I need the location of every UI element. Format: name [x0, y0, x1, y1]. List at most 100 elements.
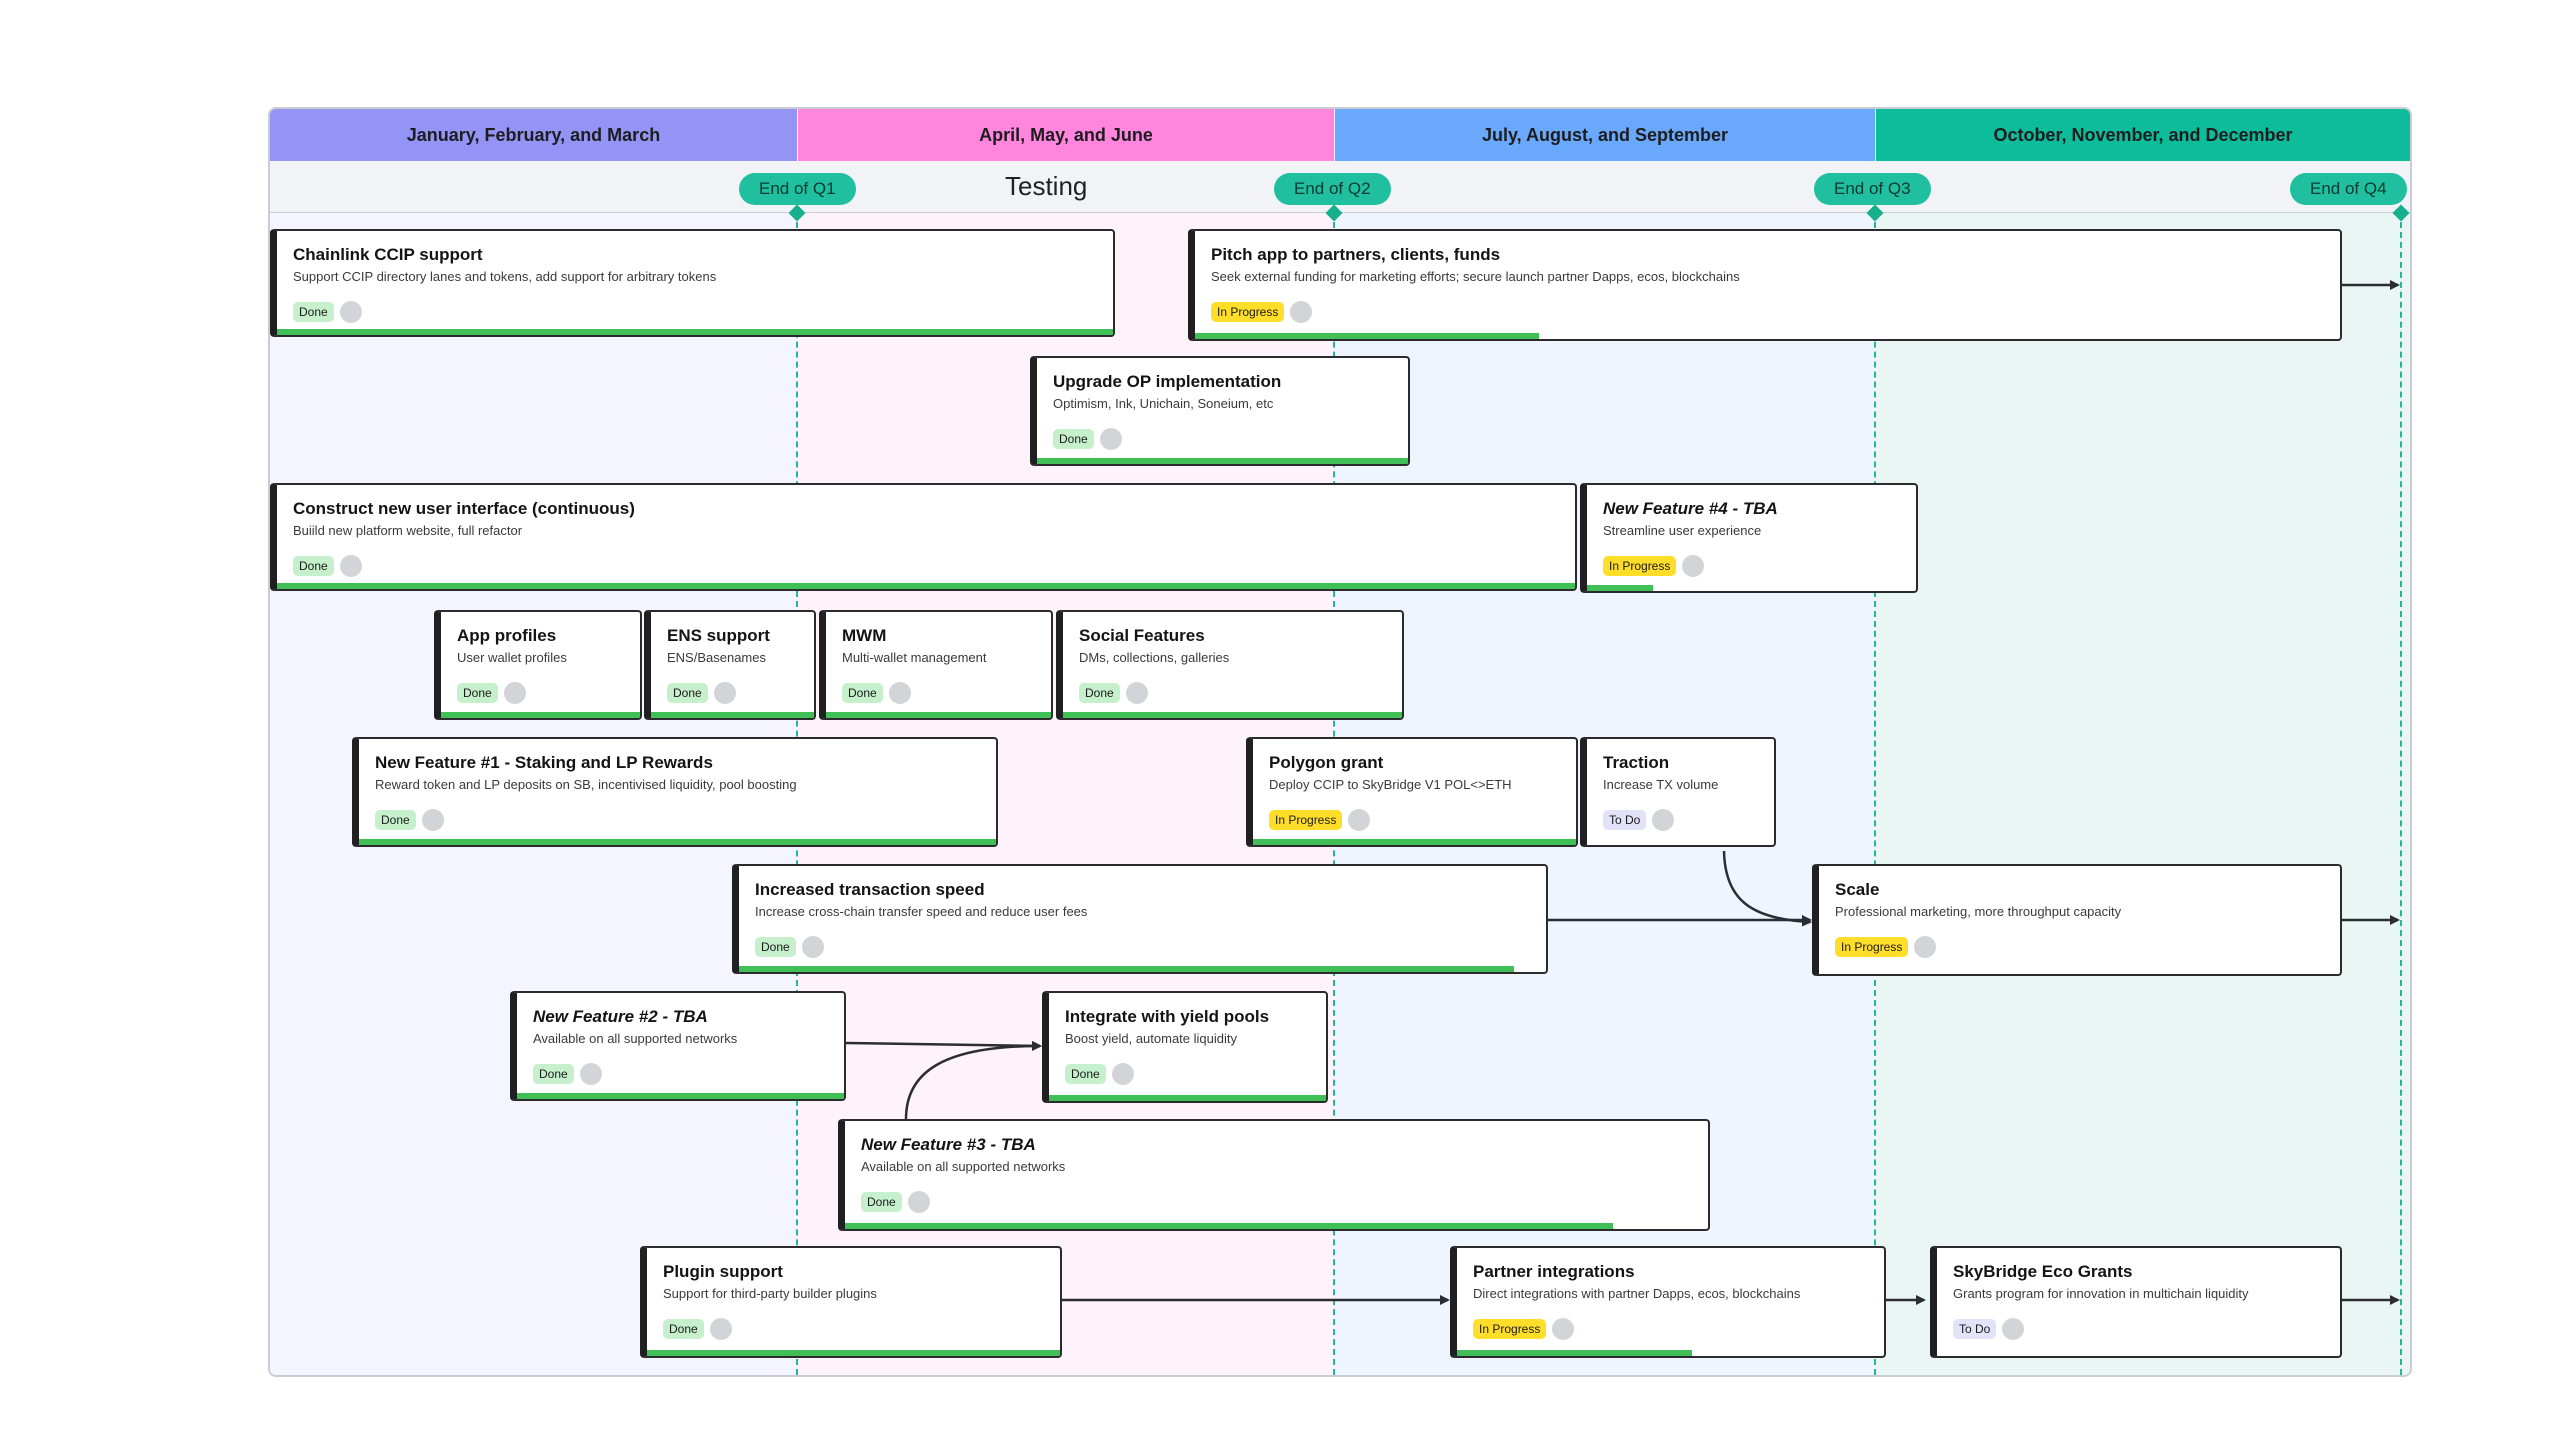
status-badge[interactable]: Done — [293, 302, 334, 322]
avatar[interactable] — [340, 555, 362, 577]
quarter-header-q1[interactable]: January, February, and March — [270, 109, 797, 161]
status-badge[interactable]: In Progress — [1269, 810, 1343, 830]
card-subtitle: Seek external funding for marketing effo… — [1211, 269, 1740, 284]
progress-bar — [739, 966, 1514, 972]
milestone-pill-q1[interactable]: End of Q1 — [739, 173, 856, 205]
status-badge[interactable]: Done — [1079, 683, 1120, 703]
avatar[interactable] — [1112, 1063, 1134, 1085]
card-subtitle: Streamline user experience — [1603, 523, 1762, 538]
avatar[interactable] — [1100, 428, 1122, 450]
quarter-header-q2[interactable]: April, May, and June — [798, 109, 1334, 161]
card-new-feature-1[interactable]: New Feature #1 - Staking and LP Rewards … — [352, 737, 998, 847]
card-title: Construct new user interface (continuous… — [293, 499, 635, 518]
card-subtitle: Direct integrations with partner Dapps, … — [1473, 1286, 1801, 1301]
status-badge[interactable]: Done — [667, 683, 708, 703]
status-badge[interactable]: Done — [293, 556, 334, 576]
card-ens-support[interactable]: ENS support ENS/Basenames Done — [644, 610, 816, 720]
status-badge[interactable]: Done — [663, 1319, 704, 1339]
status-badge[interactable]: In Progress — [1211, 302, 1285, 322]
avatar[interactable] — [1126, 682, 1148, 704]
status-badge[interactable]: To Do — [1953, 1319, 1997, 1339]
card-title: Chainlink CCIP support — [293, 245, 483, 264]
card-new-feature-2[interactable]: New Feature #2 - TBA Available on all su… — [510, 991, 846, 1101]
avatar[interactable] — [1682, 555, 1704, 577]
progress-bar — [277, 329, 1113, 335]
avatar[interactable] — [422, 809, 444, 831]
avatar[interactable] — [802, 936, 824, 958]
progress-bar — [359, 839, 996, 845]
status-badge[interactable]: In Progress — [1473, 1319, 1547, 1339]
card-subtitle: Boost yield, automate liquidity — [1065, 1031, 1237, 1046]
card-app-profiles[interactable]: App profiles User wallet profiles Done — [434, 610, 642, 720]
card-subtitle: Deploy CCIP to SkyBridge V1 POL<>ETH — [1269, 777, 1512, 792]
avatar[interactable] — [1914, 936, 1936, 958]
avatar[interactable] — [1348, 809, 1370, 831]
status-badge[interactable]: In Progress — [1603, 556, 1677, 576]
status-badge[interactable]: Done — [533, 1064, 574, 1084]
card-new-feature-3[interactable]: New Feature #3 - TBA Available on all su… — [838, 1119, 1710, 1231]
quarter-header-q4[interactable]: October, November, and December — [1876, 109, 2410, 161]
avatar[interactable] — [1652, 809, 1674, 831]
card-partner-integrations[interactable]: Partner integrations Direct integrations… — [1450, 1246, 1886, 1358]
card-traction[interactable]: Traction Increase TX volume To Do — [1580, 737, 1776, 847]
card-title: Scale — [1835, 880, 1880, 899]
card-scale[interactable]: Scale Professional marketing, more throu… — [1812, 864, 2342, 976]
card-mwm[interactable]: MWM Multi-wallet management Done — [819, 610, 1053, 720]
status-badge[interactable]: To Do — [1603, 810, 1647, 830]
card-integrate-yield-pools[interactable]: Integrate with yield pools Boost yield, … — [1042, 991, 1328, 1103]
card-subtitle: Multi-wallet management — [842, 650, 987, 665]
progress-bar — [1253, 839, 1576, 845]
card-title: Partner integrations — [1473, 1262, 1635, 1281]
status-badge[interactable]: Done — [457, 683, 498, 703]
avatar[interactable] — [1290, 301, 1312, 323]
status-badge[interactable]: Done — [861, 1192, 902, 1212]
card-chainlink-ccip-support[interactable]: Chainlink CCIP support Support CCIP dire… — [270, 229, 1115, 337]
card-title: Increased transaction speed — [755, 880, 985, 899]
progress-bar — [647, 1350, 1060, 1356]
card-title: ENS support — [667, 626, 770, 645]
milestone-line-q4 — [2400, 212, 2402, 1375]
progress-bar — [1457, 1350, 1692, 1356]
card-subtitle: Grants program for innovation in multich… — [1953, 1286, 2249, 1301]
status-badge[interactable]: Done — [755, 937, 796, 957]
avatar[interactable] — [710, 1318, 732, 1340]
avatar[interactable] — [504, 682, 526, 704]
card-pitch-app[interactable]: Pitch app to partners, clients, funds Se… — [1188, 229, 2342, 341]
avatar[interactable] — [1552, 1318, 1574, 1340]
card-title: Upgrade OP implementation — [1053, 372, 1282, 391]
avatar[interactable] — [714, 682, 736, 704]
card-increased-transaction-speed[interactable]: Increased transaction speed Increase cro… — [732, 864, 1548, 974]
card-title: Integrate with yield pools — [1065, 1007, 1270, 1026]
card-title: New Feature #2 - TBA — [533, 1007, 708, 1026]
avatar[interactable] — [580, 1063, 602, 1085]
status-badge[interactable]: Done — [842, 683, 883, 703]
avatar[interactable] — [889, 682, 911, 704]
status-badge[interactable]: Done — [375, 810, 416, 830]
card-polygon-grant[interactable]: Polygon grant Deploy CCIP to SkyBridge V… — [1246, 737, 1578, 847]
card-title: Social Features — [1079, 626, 1205, 645]
avatar[interactable] — [340, 301, 362, 323]
card-title: Traction — [1603, 753, 1670, 772]
status-badge[interactable]: Done — [1053, 429, 1094, 449]
strip-title[interactable]: Testing — [1005, 171, 1088, 201]
milestone-pill-q3[interactable]: End of Q3 — [1814, 173, 1931, 205]
milestone-pill-q4[interactable]: End of Q4 — [2290, 173, 2407, 205]
card-skybridge-eco-grants[interactable]: SkyBridge Eco Grants Grants program for … — [1930, 1246, 2342, 1358]
quarter-header-q3[interactable]: July, August, and September — [1335, 109, 1875, 161]
progress-bar — [1063, 712, 1402, 718]
status-badge[interactable]: Done — [1065, 1064, 1106, 1084]
avatar[interactable] — [908, 1191, 930, 1213]
avatar[interactable] — [2002, 1318, 2024, 1340]
card-subtitle: Increase TX volume — [1603, 777, 1719, 792]
card-new-user-interface[interactable]: Construct new user interface (continuous… — [270, 483, 1577, 591]
card-new-feature-4[interactable]: New Feature #4 - TBA Streamline user exp… — [1580, 483, 1918, 593]
card-upgrade-op[interactable]: Upgrade OP implementation Optimism, Ink,… — [1030, 356, 1410, 466]
roadmap-board: January, February, and March April, May,… — [268, 107, 2412, 1377]
milestone-pill-q2[interactable]: End of Q2 — [1274, 173, 1391, 205]
status-badge[interactable]: In Progress — [1835, 937, 1909, 957]
card-social-features[interactable]: Social Features DMs, collections, galler… — [1056, 610, 1404, 720]
card-title: App profiles — [457, 626, 557, 645]
card-subtitle: Reward token and LP deposits on SB, ince… — [375, 777, 797, 792]
card-plugin-support[interactable]: Plugin support Support for third-party b… — [640, 1246, 1062, 1358]
card-subtitle: DMs, collections, galleries — [1079, 650, 1230, 665]
